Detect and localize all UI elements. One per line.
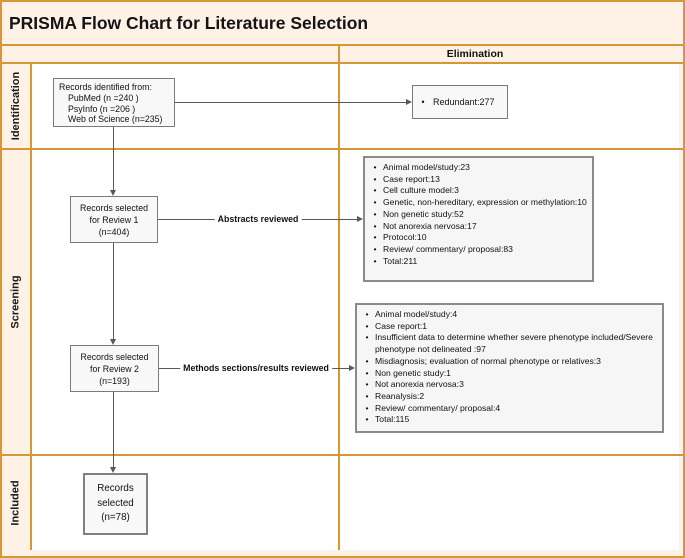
divider-under-title [0,44,685,46]
header-column-divider [338,44,340,64]
arrowhead-right-icon [406,99,412,105]
records-selected-review1-box: Records selected for Review 1 (n=404) [70,196,158,243]
elimination-list-review1: Animal model/study:23 Case report:13 Cel… [363,156,594,282]
stage-column-divider [30,63,32,550]
elimination-item: Protocol:10 [367,232,588,244]
included-count: (n=78) [101,512,130,524]
elimination-column-divider [338,63,340,550]
arrowhead-right-icon [349,365,355,371]
divider-identification-screening [0,148,685,150]
elimination-item: Cell culture model:3 [367,185,588,197]
stage-label-identification: Identification [0,63,32,149]
included-line2: selected [97,497,134,509]
elimination-item: Non genetic study:52 [367,209,588,221]
stage-label-included-text: Included [10,479,23,526]
divider-under-header [0,62,685,64]
records-selected-review2-box: Records selected for Review 2 (n=193) [70,345,159,392]
review1-count: (n=404) [98,226,130,237]
elimination-item: Animal model/study:4 [359,309,658,321]
review2-line2: for Review 2 [90,363,139,374]
review2-count: (n=193) [99,375,130,386]
review2-line1: Records selected [80,351,149,362]
records-identified-psyinfo: PsyInfo (n =206 ) [68,103,136,114]
elimination-list-review2: Animal model/study:4 Case report:1 Insuf… [355,303,664,433]
records-identified-box: Records identified from: PubMed (n =240 … [53,78,175,127]
stage-label-screening-text: Screening [10,275,22,329]
elimination-item: Review/ commentary/ proposal:83 [367,244,588,256]
arrow-label-abstracts-reviewed: Abstracts reviewed [214,214,302,224]
elimination-item: Case report:13 [367,174,588,186]
elimination-item: Not anorexia nervosa:3 [359,379,658,391]
arrow-identified-to-review1 [113,127,114,190]
redundant-count: Redundant:277 [413,97,507,107]
elimination-item: Review/ commentary/ proposal:4 [359,403,658,415]
page-title: PRISMA Flow Chart for Literature Selecti… [9,12,369,33]
divider-screening-included [0,454,685,456]
redundant-box: Redundant:277 [412,85,508,119]
elimination-column-header: Elimination [446,48,504,60]
arrow-review1-to-review2 [113,243,114,340]
elimination-item: Not anorexia nervosa:17 [367,221,588,233]
elimination-item: Genetic, non-hereditary, expression or m… [367,197,588,209]
stage-label-screening: Screening [0,149,32,455]
elimination-item: Animal model/study:23 [367,162,588,174]
records-identified-pubmed: PubMed (n =240 ) [68,92,139,103]
arrowhead-right-icon [357,216,363,222]
records-identified-line: Records identified from: [59,82,152,92]
arrow-identified-to-redundant [175,102,406,103]
elimination-item: Reanalysis:2 [359,391,658,403]
arrow-review2-to-included [113,392,114,467]
included-line1: Records [97,483,134,495]
arrow-label-methods-reviewed: Methods sections/results reviewed [180,363,332,373]
records-identified-webofscience: Web of Science (n=235) [68,114,163,125]
elimination-item: Case report:1 [359,321,658,333]
stage-label-identification-text: Identification [10,71,23,141]
elimination-item: Insufficient data to determine whether s… [359,332,658,355]
elimination-item: Non genetic study:1 [359,368,658,380]
records-selected-included-box: Records selected (n=78) [83,473,148,535]
elimination-item: Total:115 [359,414,658,426]
elimination-item: Total:211 [367,256,588,268]
arrowhead-down-icon [110,190,116,196]
arrowhead-down-icon [110,467,116,473]
arrowhead-down-icon [110,339,116,345]
stage-label-included: Included [0,455,32,550]
elimination-item: Misdiagnosis; evaluation of normal pheno… [359,356,658,368]
review1-line1: Records selected [80,202,148,213]
review1-line2: for Review 1 [89,214,139,225]
